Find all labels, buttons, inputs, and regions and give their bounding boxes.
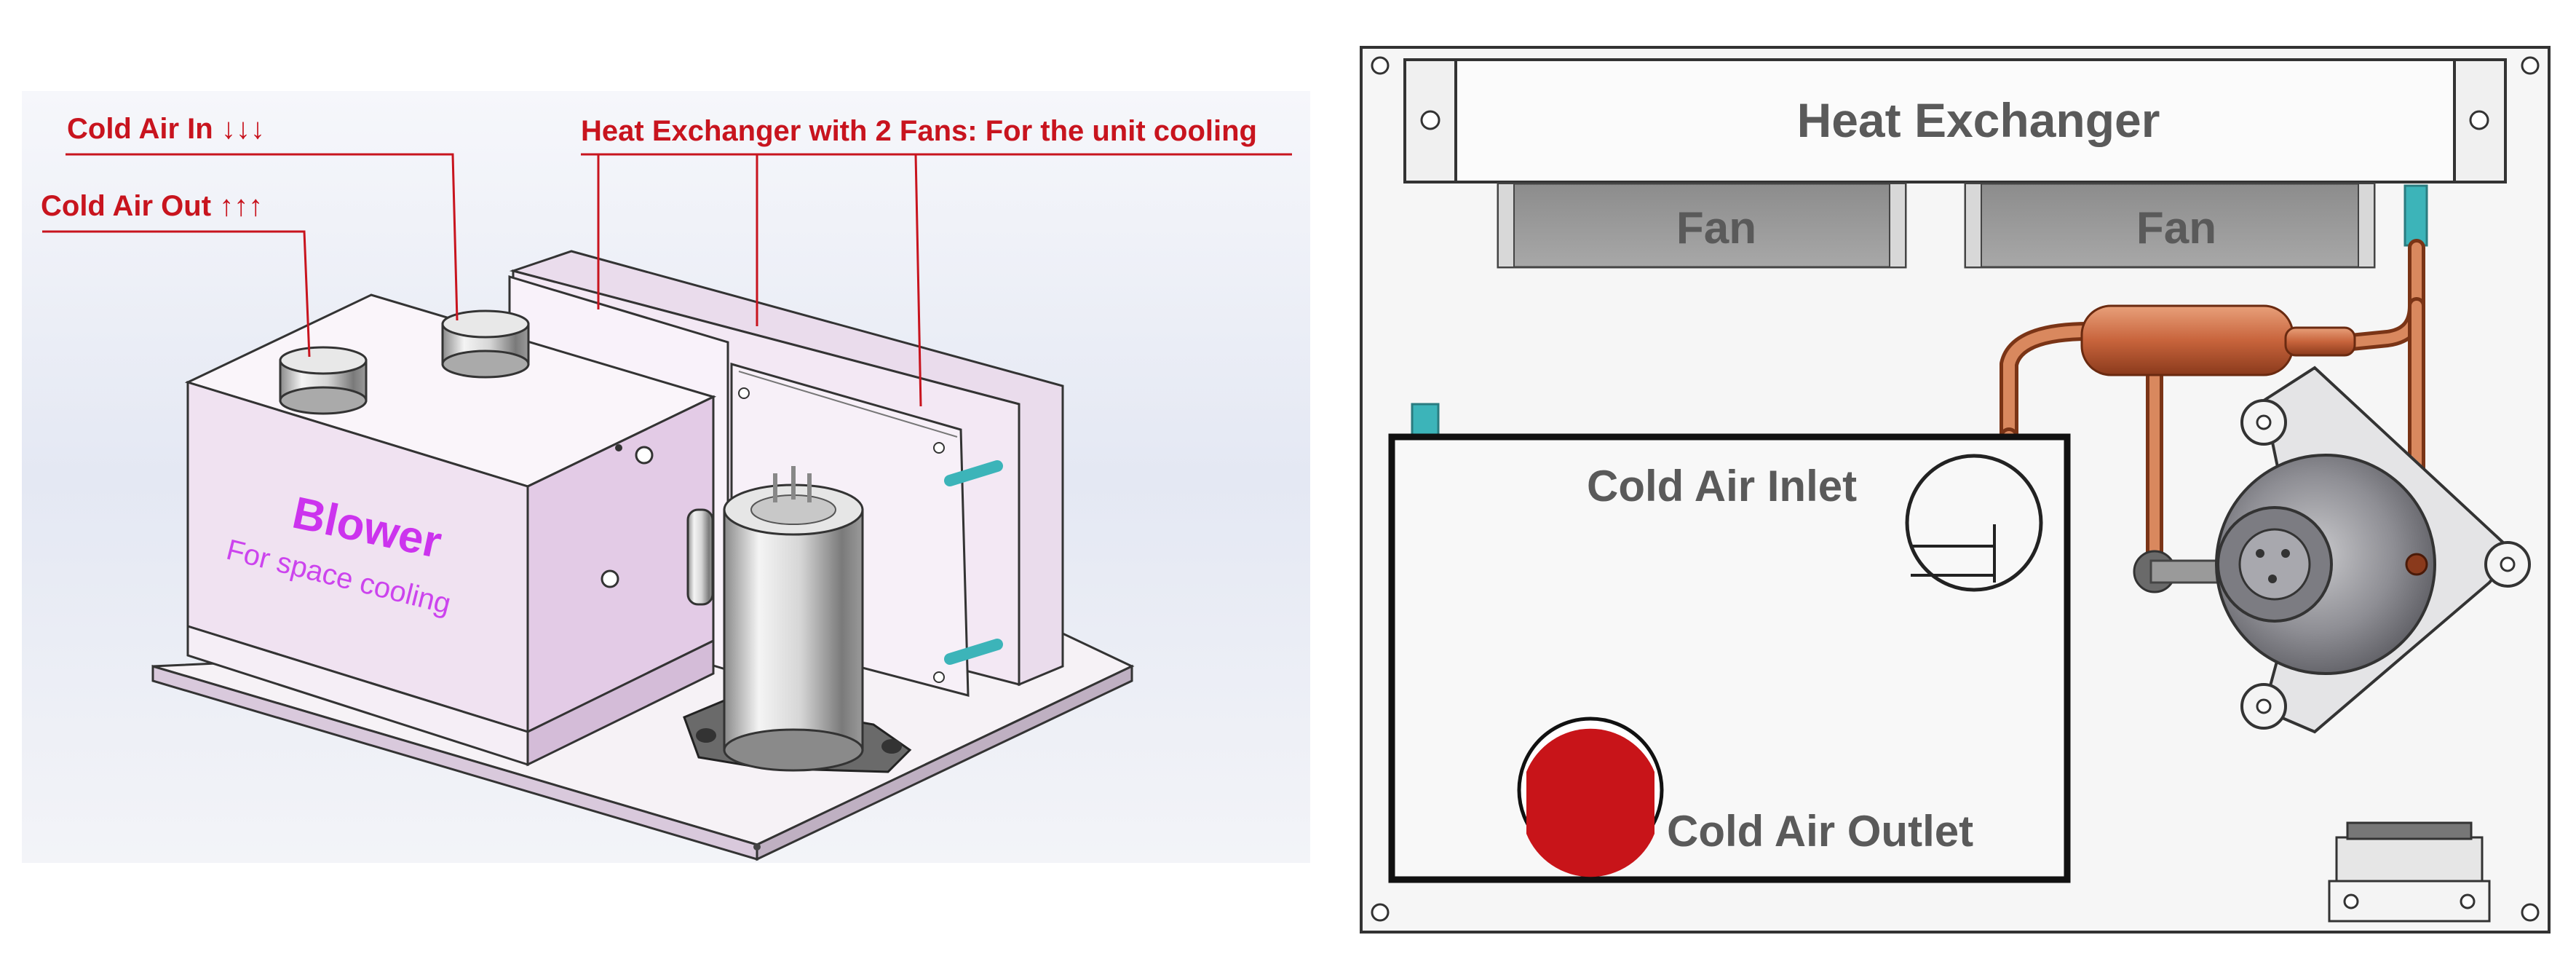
fan-right-label: Fan xyxy=(2136,203,2216,253)
accumulator xyxy=(686,508,714,606)
teal-stub-lower xyxy=(944,639,1003,665)
filter-drier xyxy=(2080,304,2356,376)
cold-air-outlet-label: Cold Air Outlet xyxy=(1667,807,1973,856)
heat-exchanger-label: Heat Exchanger xyxy=(1797,93,2160,147)
compressor-topview xyxy=(2215,366,2531,734)
fan-left: Fan xyxy=(1497,182,1907,269)
callout-cold-air-in: Cold Air In ↓↓↓ xyxy=(67,113,265,145)
mounting-bracket xyxy=(2328,821,2491,923)
cold-air-inlet-label: Cold Air Inlet xyxy=(1587,462,1857,510)
teal-stub-upper xyxy=(944,460,1003,486)
callout-heat-exchanger: Heat Exchanger with 2 Fans: For the unit… xyxy=(581,115,1257,147)
cold-air-out-collar xyxy=(279,346,368,415)
callout-cold-air-out: Cold Air Out ↑↑↑ xyxy=(41,190,263,222)
heat-exchanger-topview: Heat Exchanger xyxy=(1403,58,2507,183)
callout-lines xyxy=(42,153,1292,407)
cold-air-in-collar xyxy=(441,309,530,379)
teal-fitting-right xyxy=(2403,184,2428,247)
compressor-3d xyxy=(683,455,912,773)
right-top-view-diagram: Heat Exchanger Fan Fan xyxy=(1360,46,2551,934)
blower-box: Blower For space cooling xyxy=(184,293,717,767)
fan-right: Fan xyxy=(1964,182,2376,269)
blower-topview: Cold Air Inlet Cold Air Outlet xyxy=(1388,433,2071,883)
fan-left-label: Fan xyxy=(1676,203,1756,253)
cold-air-inlet-circle xyxy=(1905,454,2043,592)
left-isometric-diagram: Blower For space cooling xyxy=(22,91,1310,863)
